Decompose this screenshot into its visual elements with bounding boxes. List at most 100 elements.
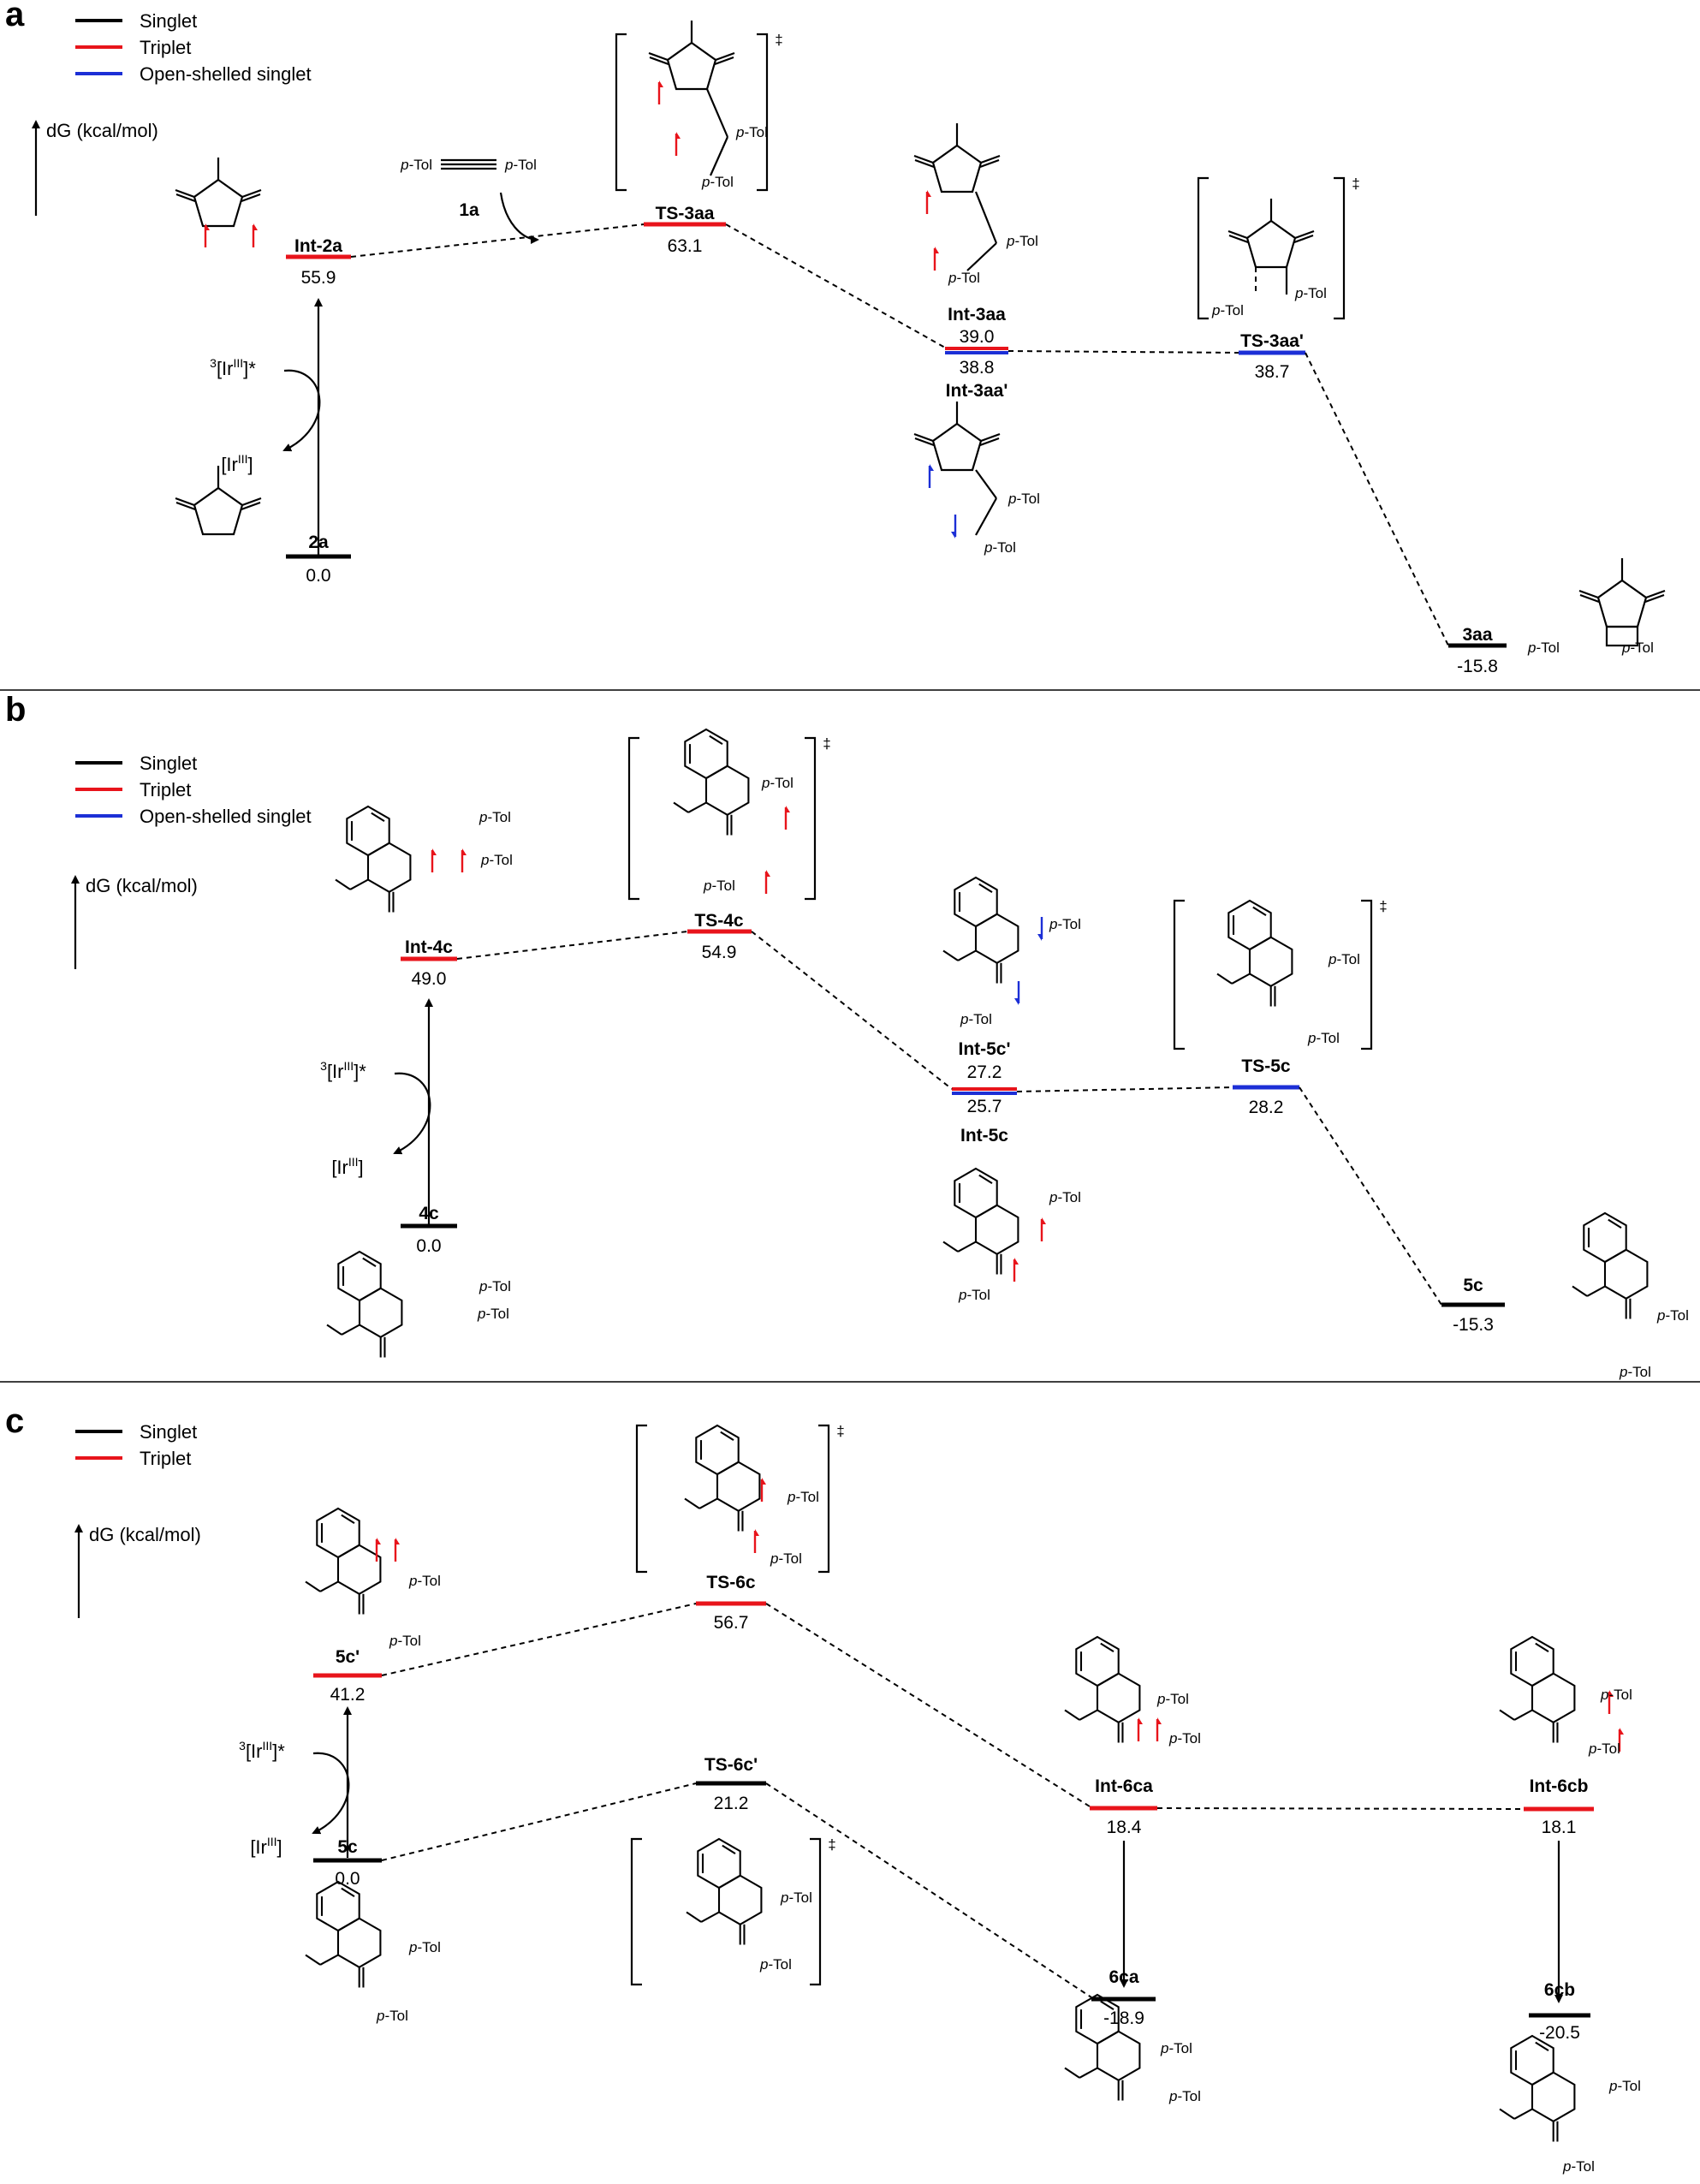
5c-structure	[304, 1880, 382, 1989]
p-tol-label: p-Tol	[1562, 2158, 1595, 2175]
p-tol-label: p-Tol	[958, 1287, 990, 1303]
ts-3aa-structure	[647, 19, 736, 91]
state-name-Int-6ca: Int-6ca	[1095, 1776, 1153, 1796]
ts-bracket-right	[757, 33, 769, 192]
spin-icon	[1013, 1256, 1020, 1283]
connector-int2a-ts3aa	[350, 223, 645, 258]
int-5c-structure	[942, 1167, 1019, 1276]
p-tol-label: p-Tol	[1168, 2088, 1201, 2104]
p-tol-label: p-Tol	[1588, 1741, 1620, 1757]
p-tol-label: p-Tol	[984, 539, 1016, 556]
int-3aa-prime-structure	[912, 400, 1002, 472]
bond	[975, 469, 997, 499]
p-tol-label: p-Tol	[1621, 640, 1654, 656]
spin-icon	[949, 513, 957, 540]
state-name-5cp: 5c'	[336, 1647, 360, 1667]
spin-icon	[933, 245, 941, 272]
state-value-TS-6cp: 21.2	[714, 1794, 749, 1813]
spin-icon	[657, 79, 665, 106]
state-value-Int-6ca: 18.4	[1107, 1818, 1142, 1837]
p-tol-label: p-Tol	[1307, 1030, 1340, 1046]
bond	[966, 242, 997, 271]
product-6cb-structure	[1498, 2034, 1576, 2143]
p-tol-label: p-Tol	[408, 1573, 441, 1589]
state-value-6cb: -20.5	[1539, 2023, 1580, 2043]
spin-icon	[928, 462, 936, 490]
ts-bond	[705, 88, 729, 138]
ts-bracket-right	[1361, 899, 1373, 1050]
connector-int3aa-ts3aap	[1008, 350, 1239, 354]
connector-ts4c-int5c	[751, 931, 953, 1090]
ir-excited-label: 3[IrIII]*	[239, 1739, 285, 1762]
state-value-5c: -15.3	[1453, 1315, 1494, 1335]
state-value-Int-3aa: 39.0	[960, 327, 995, 347]
state-value-TS-4c: 54.9	[702, 943, 737, 962]
p-tol-label: p-Tol	[1168, 1730, 1201, 1747]
spin-icon	[760, 1476, 768, 1503]
connector-int4c-ts4c	[456, 931, 688, 960]
connector-ts6cp-6ca	[765, 1782, 1092, 1998]
y-axis-label: dG (kcal/mol)	[89, 1524, 201, 1545]
panel-label-c: c	[5, 1402, 24, 1440]
p-tol-label: p-Tol	[1008, 491, 1040, 507]
reagent-addition-arrow	[499, 192, 539, 244]
state-name-TS-6c: TS-6c	[706, 1573, 756, 1592]
state-value-Int-5c: 25.7	[967, 1097, 1002, 1116]
p-tol-label: p-Tol	[1656, 1307, 1689, 1324]
p-tol-label: p-Tol	[759, 1956, 792, 1973]
state-value-TS-6c: 56.7	[714, 1613, 749, 1633]
p-tol-label: p-Tol	[703, 878, 735, 894]
spin-icon	[1137, 1716, 1144, 1743]
maleimide-2a-structure	[174, 464, 263, 536]
ir-cycle-arrow	[312, 1752, 350, 1835]
state-value-6ca: -18.9	[1103, 2008, 1144, 2028]
state-name-Int-6cb: Int-6cb	[1530, 1776, 1589, 1796]
state-value-Int-3aap: 38.8	[960, 358, 995, 378]
connector-int6ca-int6cb	[1156, 1807, 1525, 1810]
state-name-Int-2a: Int-2a	[294, 236, 342, 256]
ts-double-dagger: ‡	[828, 1836, 835, 1853]
state-name-Int-3aa: Int-3aa	[948, 305, 1006, 324]
state-value-Int-2a: 55.9	[301, 268, 336, 288]
state-name-TS-4c: TS-4c	[694, 911, 744, 931]
ts-4c-structure	[672, 728, 750, 836]
state-name-TS-6cp: TS-6c'	[704, 1755, 758, 1775]
int-3aa-structure	[912, 122, 1002, 193]
p-tol-label: p-Tol	[761, 775, 794, 791]
connector-int5c-ts5c	[1016, 1086, 1233, 1092]
ts-5c-structure	[1216, 899, 1293, 1008]
ir-excited-label: 3[IrIII]*	[320, 1059, 366, 1082]
p-tol-label: p-Tol	[735, 124, 768, 140]
ir-ground-label: [IrIII]	[250, 1835, 282, 1858]
legend-label-singlet: Singlet	[140, 1421, 197, 1443]
state-value-3aa: -15.8	[1457, 657, 1498, 676]
state-value-Int-6cb: 18.1	[1542, 1818, 1577, 1837]
p-tol-label: p-Tol	[1049, 916, 1081, 932]
int-6cb-structure	[1498, 1635, 1576, 1744]
p-tol-label: p-Tol	[480, 852, 513, 868]
ts-double-dagger: ‡	[1379, 898, 1387, 914]
connector-5c-ts6cp	[381, 1782, 697, 1861]
connector-ts3aap-3aa	[1305, 352, 1449, 646]
legend-label-triplet: Triplet	[140, 1448, 191, 1469]
int-4c-structure	[334, 805, 412, 913]
p-tol-label: p-Tol	[1156, 1691, 1189, 1707]
state-name-Int-5c: Int-5c	[960, 1126, 1008, 1146]
p-tol-label: p-Tol	[1294, 285, 1327, 301]
spin-icon	[1156, 1716, 1163, 1743]
p-tol-label: p-Tol	[787, 1489, 819, 1505]
connector-ts3aa-int3aa	[725, 223, 946, 348]
ts-bracket-right	[818, 1424, 830, 1574]
state-name-5c: 5c	[1463, 1276, 1483, 1295]
state-value-5c: 0.0	[335, 1869, 360, 1889]
ts-bond	[709, 136, 729, 176]
p-tol-label: p-Tol	[376, 2008, 408, 2024]
p-tol-label: p-Tol	[770, 1550, 802, 1567]
spin-icon	[784, 804, 792, 831]
ir-ground-label: [IrIII]	[331, 1155, 363, 1178]
state-name-Int-3aap: Int-3aa'	[946, 381, 1008, 401]
ts-bracket-left	[635, 1424, 647, 1574]
ts-6c-prime-structure	[685, 1837, 763, 1946]
